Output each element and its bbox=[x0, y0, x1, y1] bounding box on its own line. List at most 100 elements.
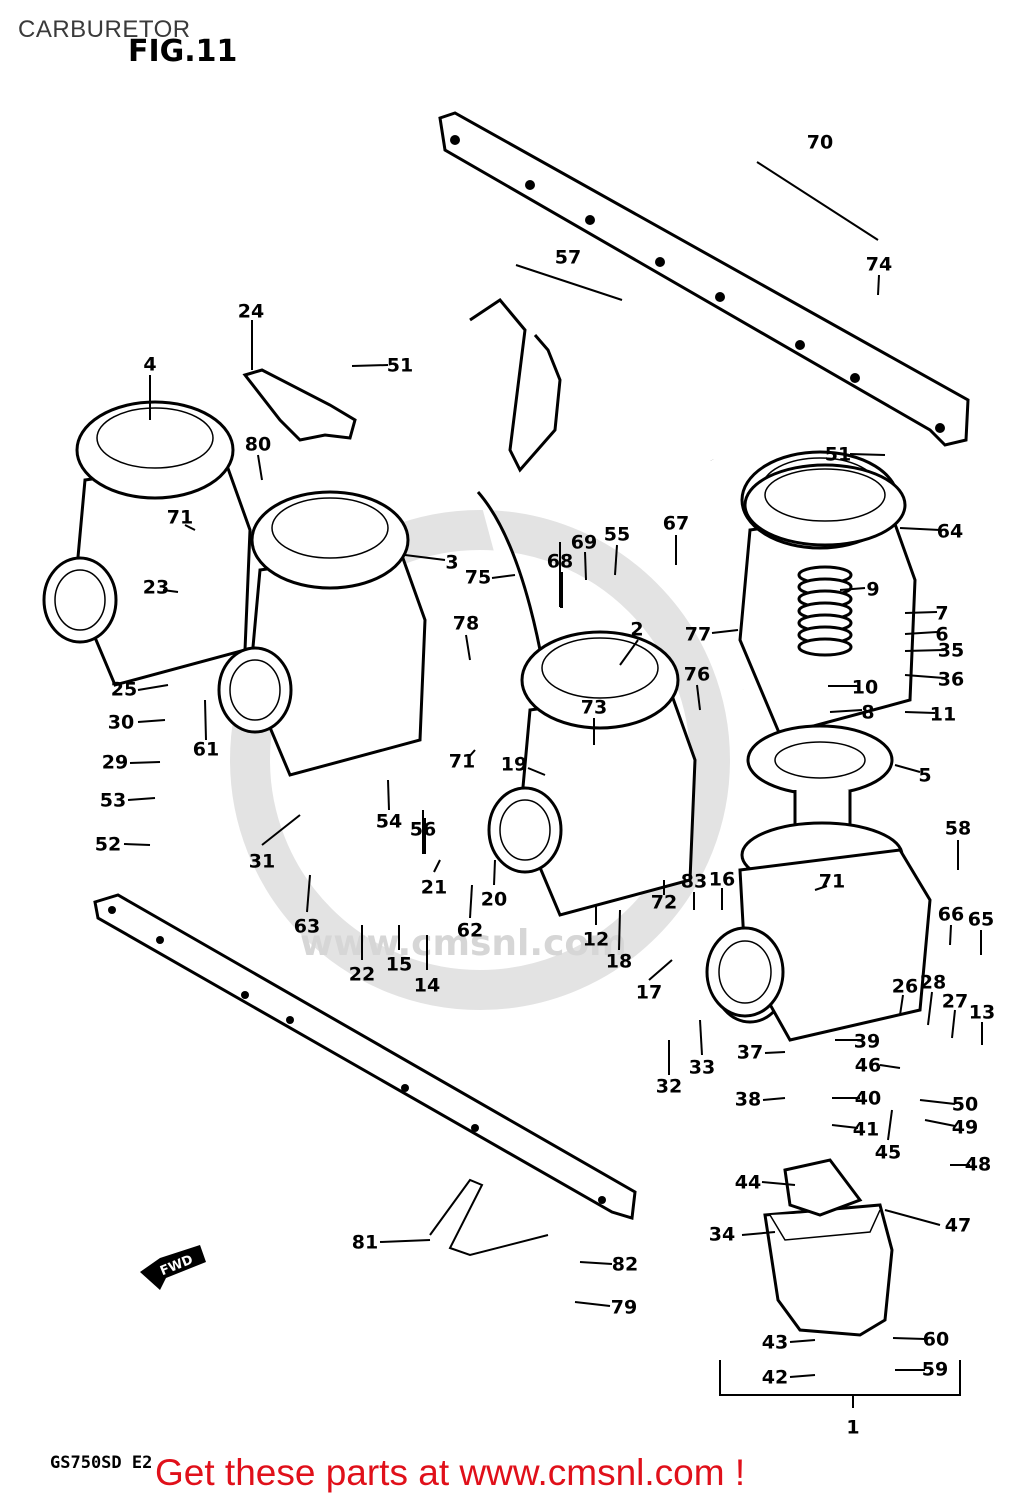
callout-33: 33 bbox=[689, 1019, 715, 1079]
callout-number: 33 bbox=[689, 1057, 715, 1079]
callout-1: 1 bbox=[719, 1360, 961, 1439]
callout-47: 47 bbox=[884, 1209, 971, 1237]
callout-number: 68 bbox=[547, 551, 573, 573]
callout-number: 28 bbox=[920, 972, 946, 994]
callout-number: 65 bbox=[968, 909, 994, 931]
callout-34: 34 bbox=[709, 1224, 776, 1246]
callout-number: 61 bbox=[193, 739, 219, 761]
callout-63: 63 bbox=[294, 874, 320, 938]
callout-9: 9 bbox=[839, 579, 880, 601]
model-code: GS750SD E2 bbox=[50, 1453, 153, 1473]
callout-number: 59 bbox=[922, 1359, 948, 1381]
callout-number: 39 bbox=[854, 1031, 880, 1053]
carburetor-body-carb-2 bbox=[487, 630, 697, 917]
callout-28: 28 bbox=[920, 972, 946, 1026]
callout-number: 55 bbox=[604, 524, 630, 546]
callout-number: 54 bbox=[376, 811, 402, 833]
callout-number: 71 bbox=[167, 507, 193, 529]
callout-number: 67 bbox=[663, 513, 689, 535]
callout-number: 13 bbox=[969, 1002, 995, 1024]
callout-73: 73 bbox=[581, 697, 607, 745]
callout-number: 62 bbox=[457, 920, 483, 942]
callout-number: 57 bbox=[555, 247, 581, 269]
callout-24: 24 bbox=[238, 301, 264, 370]
callout-68: 68 bbox=[547, 542, 573, 608]
callout-29: 29 bbox=[102, 752, 161, 774]
callout-number: 42 bbox=[762, 1367, 788, 1389]
callout-number: 20 bbox=[481, 889, 507, 911]
callout-22: 22 bbox=[349, 925, 375, 986]
callout-number: 53 bbox=[100, 790, 126, 812]
callout-41: 41 bbox=[831, 1119, 879, 1141]
callout-37: 37 bbox=[737, 1042, 786, 1064]
callout-number: 3 bbox=[445, 552, 458, 574]
callout-number: 77 bbox=[685, 624, 711, 646]
callout-number: 75 bbox=[465, 567, 491, 589]
watermark: www.cmsnl.com bbox=[230, 510, 730, 1010]
callout-number: 66 bbox=[938, 904, 964, 926]
callout-number: 74 bbox=[866, 254, 892, 276]
callout-17: 17 bbox=[636, 959, 673, 1004]
callout-number: 50 bbox=[952, 1094, 978, 1116]
callout-number: 43 bbox=[762, 1332, 788, 1354]
callout-number: 47 bbox=[945, 1215, 971, 1237]
callout-number: 64 bbox=[937, 521, 963, 543]
callout-39: 39 bbox=[835, 1031, 880, 1053]
callout-number: 17 bbox=[636, 982, 662, 1004]
callout-55: 55 bbox=[604, 524, 630, 576]
callout-13: 13 bbox=[969, 1002, 995, 1045]
callout-number: 15 bbox=[386, 954, 412, 976]
callout-number: 51 bbox=[825, 444, 851, 466]
callout-number: 8 bbox=[861, 702, 874, 724]
callout-7: 7 bbox=[904, 603, 949, 625]
callout-number: 36 bbox=[938, 669, 964, 691]
callout-number: 34 bbox=[709, 1224, 735, 1246]
callout-number: 2 bbox=[630, 619, 643, 641]
callout-35: 35 bbox=[904, 640, 964, 662]
callout-number: 32 bbox=[656, 1076, 682, 1098]
callout-23: 23 bbox=[143, 577, 179, 599]
callout-50: 50 bbox=[919, 1094, 978, 1116]
callout-number: 16 bbox=[709, 869, 735, 891]
callout-49: 49 bbox=[924, 1117, 978, 1139]
callout-number: 37 bbox=[737, 1042, 763, 1064]
callout-38: 38 bbox=[735, 1089, 786, 1111]
callout-number: 5 bbox=[918, 765, 931, 787]
callout-27: 27 bbox=[942, 991, 968, 1039]
callout-57: 57 bbox=[515, 247, 623, 301]
callout-79: 79 bbox=[574, 1297, 637, 1319]
callout-5: 5 bbox=[894, 764, 932, 787]
callout-42: 42 bbox=[762, 1367, 816, 1389]
callout-72: 72 bbox=[651, 880, 677, 914]
callout-78: 78 bbox=[453, 613, 479, 661]
callout-53: 53 bbox=[100, 790, 156, 812]
callout-number: 81 bbox=[352, 1232, 378, 1254]
callout-number: 58 bbox=[945, 818, 971, 840]
callout-18: 18 bbox=[606, 909, 632, 973]
callout-number: 40 bbox=[855, 1088, 881, 1110]
callout-74: 74 bbox=[866, 254, 892, 296]
callout-26: 26 bbox=[892, 976, 918, 1016]
callout-number: 46 bbox=[855, 1055, 881, 1077]
callout-71: 71 bbox=[449, 749, 476, 773]
watermark-text: www.cmsnl.com bbox=[300, 923, 627, 964]
callout-number: 71 bbox=[819, 871, 845, 893]
callout-71: 71 bbox=[814, 871, 845, 893]
callout-number: 26 bbox=[892, 976, 918, 998]
callout-number: 1 bbox=[846, 1417, 859, 1439]
callout-number: 29 bbox=[102, 752, 128, 774]
callout-number: 80 bbox=[245, 434, 271, 456]
promo-link[interactable]: Get these parts at www.cmsnl.com ! bbox=[155, 1452, 746, 1493]
callout-59: 59 bbox=[895, 1359, 948, 1381]
callout-number: 21 bbox=[421, 877, 447, 899]
callout-83: 83 bbox=[681, 871, 707, 910]
forward-arrow-icon: FWD bbox=[140, 1245, 206, 1290]
callout-14: 14 bbox=[414, 935, 440, 997]
callout-number: 56 bbox=[410, 819, 436, 841]
callout-number: 38 bbox=[735, 1089, 761, 1111]
callout-number: 71 bbox=[449, 751, 475, 773]
callout-number: 7 bbox=[935, 603, 948, 625]
callout-number: 69 bbox=[571, 532, 597, 554]
callout-51: 51 bbox=[351, 355, 413, 377]
page-title: CARBURETOR bbox=[18, 16, 191, 43]
